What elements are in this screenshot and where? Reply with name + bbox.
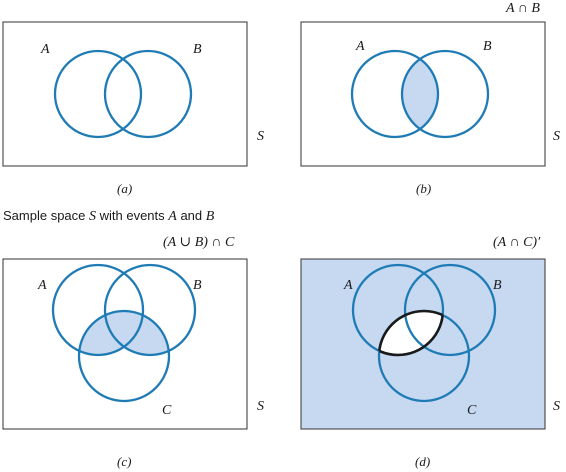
panel-b: A ∩ B A B S (b) <box>300 1 560 196</box>
intersection-a-c-outline <box>377 309 445 357</box>
label-b-panel-b: B <box>483 39 492 54</box>
outline-arc-c <box>377 309 443 355</box>
subtitle-middle: with events <box>96 208 168 223</box>
panel-a: A B S (a) <box>2 21 264 196</box>
circle-a-panel-a <box>53 49 143 139</box>
subtitle-b: B <box>206 209 215 224</box>
label-c-panel-c: C <box>162 403 172 418</box>
set-expression-panel-d: (A ∩ C)′ <box>493 235 541 250</box>
circle-b-panel-d <box>403 263 497 357</box>
label-b-panel-d: B <box>493 278 502 293</box>
label-a-panel-b: A <box>355 39 365 54</box>
caption-panel-c: (c) <box>117 454 131 469</box>
figure-subtitle: Sample space S with events A and B <box>3 208 215 224</box>
subtitle-prefix: Sample space <box>3 208 89 223</box>
circle-b-panel-c <box>103 263 197 357</box>
intersection-a-b-shaded <box>402 51 438 137</box>
shade-b-part <box>105 311 169 355</box>
subtitle-s: S <box>89 209 96 224</box>
outline-arc-a <box>379 311 445 357</box>
subtitle-a: A <box>167 209 177 224</box>
panel-d: (A ∩ C)′ A B C S (d) <box>300 235 560 469</box>
circle-c-panel-c <box>77 309 171 403</box>
label-s-panel-c: S <box>257 399 264 414</box>
label-s-panel-a: S <box>257 129 264 144</box>
label-s-panel-b: S <box>553 129 560 144</box>
label-b-panel-c: B <box>193 278 202 293</box>
label-a-panel-d: A <box>343 278 353 293</box>
label-s-panel-d: S <box>553 399 560 414</box>
caption-panel-a: (a) <box>117 181 132 196</box>
sample-space-frame-a <box>2 21 248 167</box>
label-c-panel-d: C <box>467 403 477 418</box>
set-expression-panel-b: A ∩ B <box>505 1 540 16</box>
subtitle-and: and <box>177 208 206 223</box>
circle-b-panel-b <box>400 49 490 139</box>
caption-panel-b: (b) <box>416 181 431 196</box>
label-a-panel-c: A <box>37 278 47 293</box>
circle-b-panel-a <box>103 49 193 139</box>
circle-a-panel-c <box>51 263 145 357</box>
circle-a-panel-b <box>350 49 440 139</box>
set-expression-panel-c: (A ∪ B) ∩ C <box>163 235 235 250</box>
intersection-a-c-unshaded <box>379 311 443 355</box>
union-a-b-intersect-c-shaded <box>79 311 169 355</box>
label-a-panel-a: A <box>40 42 50 57</box>
caption-panel-d: (d) <box>415 454 430 469</box>
panel-c: (A ∪ B) ∩ C A B C S (c) <box>2 235 264 469</box>
label-b-panel-a: B <box>193 42 202 57</box>
